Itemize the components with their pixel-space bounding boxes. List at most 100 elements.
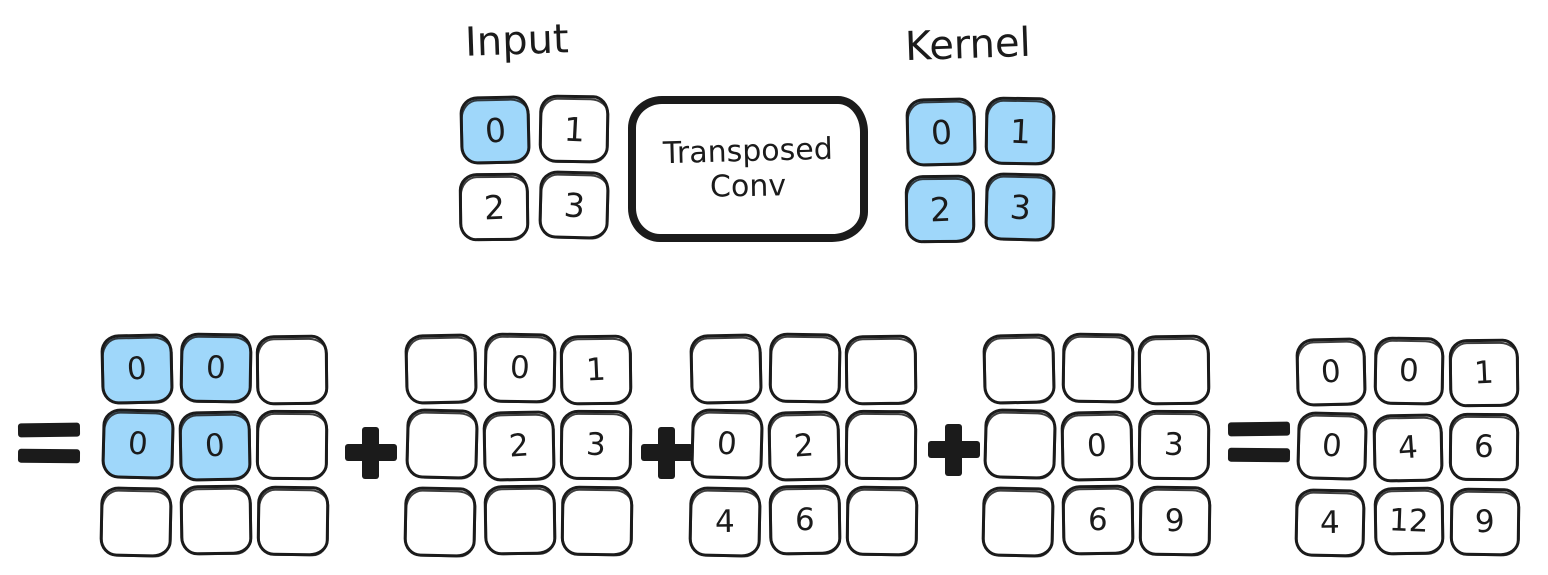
term-1-value: 0 [205,349,227,387]
term-3-cell-r1-c1: 2 [767,410,841,482]
equals-bar-bottom [1227,447,1291,463]
equals-bar-top [17,422,81,438]
kernel-cell-r1-c1: 3 [984,172,1056,242]
term-2-value: 0 [509,349,531,387]
input-value: 2 [482,187,506,227]
result-cell-r1-c0: 0 [1296,411,1368,481]
term-4-cell-r0-c0 [982,333,1056,405]
result-value: 0 [1320,427,1344,465]
input-value: 1 [562,108,586,150]
transposed-conv-label-line1: Transposed [662,131,834,171]
result-grid: 0 0 1 0 4 6 4 12 9 [1294,336,1524,560]
term-3-cell-r0-c0 [689,333,763,405]
result-cell-r0-c1: 0 [1373,336,1445,406]
term-3-cell-r2-c0: 4 [688,486,762,558]
term-4-value: 0 [1085,427,1109,465]
input-value: 3 [562,184,586,226]
result-value: 0 [1319,353,1343,391]
kernel-cell-r0-c1: 1 [984,96,1056,166]
result-value: 0 [1398,352,1420,390]
term-4-cell-r1-c0 [983,408,1057,480]
transposed-conv-box[interactable]: Transposed Conv [628,96,868,242]
result-value: 4 [1396,429,1420,467]
term-1-value: 0 [125,350,149,388]
result-value: 6 [1473,428,1495,466]
kernel-value: 2 [928,189,952,229]
term-2-cell-r0-c1: 0 [483,332,557,404]
term-1-cell-r2-c0 [99,486,173,558]
term-4-cell-r1-c1: 0 [1060,410,1134,482]
result-cell-r0-c0: 0 [1295,337,1367,407]
term-2-cell-r1-c2: 3 [559,409,633,481]
input-matrix: 0 1 2 3 [458,94,612,242]
kernel-value: 0 [929,111,953,153]
term-1-cell-r1-c1: 0 [178,410,252,482]
term-4-cell-r0-c1 [1061,332,1135,404]
plus-sign-3 [928,424,980,476]
term-1-cell-r0-c2 [255,334,329,406]
plus-bar-vertical [658,427,675,479]
term-1-cell-r0-c1: 0 [179,332,253,404]
term-2-cell-r2-c0 [403,486,477,558]
equals-sign-result [1227,421,1291,464]
result-cell-r2-c0: 4 [1294,488,1366,558]
transposed-conv-label-line2: Conv [709,168,787,205]
term-2-cell-r1-c0 [405,408,479,480]
term-3-cell-r1-c0: 0 [690,408,764,480]
term-3-value: 6 [794,501,816,539]
term-1-value: 0 [203,427,227,465]
term-4-value: 3 [1163,426,1185,464]
input-value: 0 [483,109,507,151]
kernel-label: Kernel [904,19,1032,71]
result-cell-r0-c2: 1 [1448,338,1520,408]
term-4-cell-r2-c2: 9 [1138,485,1212,557]
plus-sign-1 [345,427,397,479]
term-3-value: 0 [715,425,739,463]
term-2-value: 2 [507,427,531,465]
input-cell-r0-c0: 0 [459,95,531,165]
term-1-cell-r0-c0: 0 [100,333,174,405]
term-3-cell-r0-c2 [844,334,918,406]
term-1-grid: 0 0 0 0 [99,332,337,562]
result-cell-r2-c2: 9 [1449,487,1521,557]
kernel-cell-r1-c0: 2 [904,174,976,244]
result-cell-r2-c1: 12 [1373,486,1445,556]
term-2-cell-r0-c0 [404,333,478,405]
kernel-cell-r0-c0: 0 [905,97,977,167]
kernel-value: 1 [1008,110,1032,152]
result-value: 9 [1474,503,1496,541]
result-value: 4 [1319,504,1341,542]
plus-sign-2 [641,427,693,479]
term-1-cell-r1-c0: 0 [101,408,175,480]
term-1-cell-r2-c1 [179,484,253,556]
term-3-cell-r2-c1: 6 [768,484,842,556]
term-4-value: 6 [1087,501,1109,539]
term-1-cell-r1-c2 [255,409,329,481]
term-4-grid: 0 3 6 9 [981,332,1219,562]
equals-sign-leading [17,422,81,465]
term-3-cell-r2-c2 [845,485,919,557]
term-4-cell-r2-c0 [981,486,1055,558]
term-2-cell-r1-c1: 2 [482,410,556,482]
term-3-cell-r1-c2 [844,409,918,481]
input-cell-r1-c1: 3 [538,170,610,240]
plus-bar-vertical [362,427,379,479]
term-1-value: 0 [126,425,150,463]
term-3-value: 2 [792,427,816,465]
input-label: Input [464,16,570,66]
term-2-cell-r2-c2 [560,485,634,557]
equals-bar-top [1227,421,1291,437]
term-2-cell-r2-c1 [483,484,557,556]
term-4-value: 9 [1164,502,1186,540]
input-cell-r1-c0: 2 [458,172,530,242]
result-value: 12 [1388,502,1430,540]
result-value: 1 [1473,354,1495,392]
result-cell-r1-c1: 4 [1372,413,1444,483]
term-2-value: 3 [585,426,607,464]
term-2-cell-r0-c2: 1 [559,334,633,406]
term-4-cell-r2-c1: 6 [1061,484,1135,556]
result-cell-r1-c2: 6 [1448,412,1520,482]
